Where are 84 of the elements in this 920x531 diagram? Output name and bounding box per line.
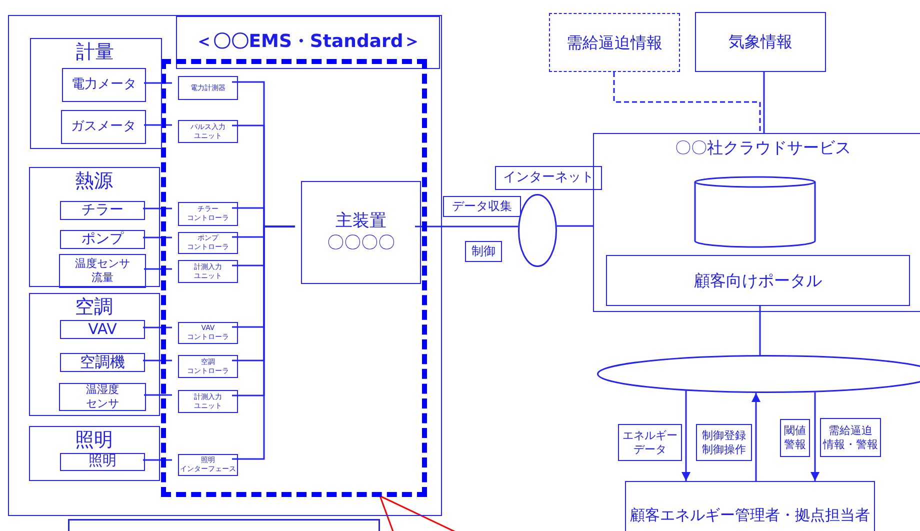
device-box: [60, 353, 145, 372]
box-label: 空調機: [80, 353, 125, 372]
interface-box: [178, 322, 238, 344]
connector-line: [143, 208, 172, 210]
connector-line: [613, 72, 761, 133]
cloud-service-box: [593, 133, 920, 312]
box-label: VAV: [88, 320, 117, 339]
label-box: [820, 418, 881, 457]
box-label: 〇〇〇〇: [327, 232, 395, 254]
portal-box: [606, 255, 910, 306]
device-box: [60, 201, 145, 220]
title-text: ＜〇〇EMS・Standard＞: [194, 31, 422, 54]
group-title: 空調: [75, 296, 113, 320]
group-box: [30, 38, 162, 149]
interface-box: [178, 355, 238, 378]
interface-box: [178, 76, 238, 100]
box-label: エネルギーデータ: [622, 428, 678, 456]
frame-box: [8, 15, 442, 516]
main-unit-box: [301, 181, 421, 284]
device-box: [61, 110, 146, 144]
box-label: 顧客向けポータル: [694, 270, 822, 290]
arrow: [682, 390, 690, 481]
box-label: 閾値警報: [784, 424, 806, 452]
box-label: 電力メータ: [72, 76, 136, 94]
device-box: [60, 230, 145, 249]
interface-box: [178, 390, 238, 413]
label-box: [465, 241, 502, 262]
box-label: 温度センサ流量: [75, 257, 130, 285]
dashed-boundary: [161, 59, 427, 497]
interface-box: [178, 232, 238, 254]
group-title: 熱源: [75, 170, 113, 194]
box-label: 需給逼迫情報: [566, 32, 662, 52]
box-label: 照明: [88, 453, 116, 471]
connector-line: [144, 124, 172, 126]
group-box: [29, 426, 160, 481]
connector-line: [143, 459, 172, 461]
connector-line: [232, 226, 295, 460]
box-label: データ収集: [452, 199, 512, 214]
box-label: 制御登録制御操作: [702, 428, 746, 456]
device-box: [59, 254, 146, 288]
group-title: 〇〇社クラウドサービス: [675, 138, 851, 158]
dashed-box: [549, 13, 680, 72]
group-title: 計量: [76, 41, 114, 65]
info-box: [695, 12, 826, 72]
label-box: [495, 166, 602, 190]
group-box: [29, 293, 160, 416]
connector-line: [144, 268, 172, 270]
connector-line: [415, 226, 518, 228]
database-cylinder: [694, 176, 816, 247]
device-box: [59, 383, 146, 411]
box-label: チラー: [82, 202, 124, 220]
device-box: [60, 453, 145, 471]
interface-box: [178, 260, 238, 283]
connector-line: [143, 236, 172, 238]
connector-line: [556, 225, 593, 227]
group-box: [29, 167, 160, 287]
arrow: [752, 392, 760, 481]
connector-line: [759, 305, 761, 356]
connector-line: [144, 82, 172, 84]
box-label: 気象情報: [728, 32, 792, 52]
group-title: 照明: [75, 429, 113, 453]
box-label: インターネット: [503, 170, 594, 186]
interface-box: [178, 202, 238, 226]
label-box: [443, 196, 521, 217]
box-label: 顧客エネルギー管理者・拠点担当者: [630, 506, 870, 525]
connector-line: [143, 326, 172, 328]
box-label: 温湿度センサ: [86, 383, 119, 411]
box-label: 主装置: [336, 211, 386, 232]
network-ellipse: [518, 194, 557, 267]
label-box: [780, 419, 810, 457]
connector-line: [144, 394, 172, 396]
box-label: ポンプ: [82, 230, 124, 248]
box-label: ガスメータ: [71, 118, 136, 136]
arrow: [810, 392, 820, 481]
title-box: [176, 16, 440, 69]
connector-line: [763, 72, 765, 133]
device-box: [60, 320, 145, 339]
box-label: 需給逼迫情報・警報: [823, 424, 878, 452]
box-label: 制御: [472, 244, 496, 259]
label-box: [696, 424, 752, 461]
interface-box: [178, 120, 238, 143]
device-box: [62, 68, 146, 102]
connector-line: [143, 360, 172, 362]
user-box: [625, 481, 875, 531]
